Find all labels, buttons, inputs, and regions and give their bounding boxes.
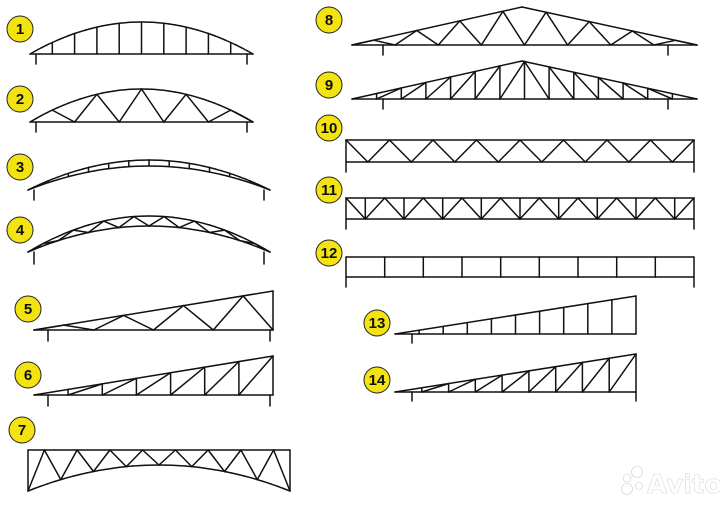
badge-12: 12 [315,239,343,267]
badge-circle [315,71,343,99]
truss-8 [351,6,698,56]
badge-circle [315,239,343,267]
badge-label: 8 [325,12,333,29]
badge-7: 7 [8,416,36,444]
truss-10 [345,139,695,173]
trusses [27,6,698,492]
badge-4: 4 [6,216,34,244]
badge-label: 12 [321,245,338,262]
truss-13 [394,295,637,344]
badge-9: 9 [315,71,343,99]
truss-11 [345,197,695,230]
badge-label: 2 [16,91,24,108]
truss-5 [33,290,274,342]
badge-circle [8,416,36,444]
truss-1 [29,21,254,65]
truss-4 [27,215,271,265]
avito-watermark: Avito [621,466,720,500]
badge-2: 2 [6,85,34,113]
badge-label: 6 [24,367,32,384]
badge-11: 11 [315,176,343,204]
badge-circle [14,361,42,389]
badge-label: 7 [18,422,26,439]
badge-13: 13 [363,309,391,337]
badge-6: 6 [14,361,42,389]
badge-circle [6,153,34,181]
truss-3 [27,159,271,201]
truss-2 [29,88,254,133]
badge-circle [363,366,391,394]
badge-5: 5 [14,295,42,323]
badge-8: 8 [315,6,343,34]
badge-label: 11 [321,182,337,199]
truss-7 [27,449,291,492]
badge-circle [315,114,343,142]
badge-14: 14 [363,366,391,394]
badge-circle [315,6,343,34]
badge-circle [6,85,34,113]
badge-label: 10 [321,120,338,137]
truss-9 [351,60,698,110]
badge-3: 3 [6,153,34,181]
badge-1: 1 [6,15,34,43]
badge-circle [363,309,391,337]
badge-label: 4 [16,222,25,239]
truss-12 [345,256,695,288]
badge-label: 14 [369,372,386,389]
badge-label: 1 [16,21,24,38]
badge-circle [6,15,34,43]
badge-label: 3 [16,159,24,176]
badge-circle [14,295,42,323]
badge-circle [315,176,343,204]
badge-circle [6,216,34,244]
badge-label: 13 [369,315,386,332]
truss-14 [394,353,637,402]
badge-label: 9 [325,77,333,94]
badge-10: 10 [315,114,343,142]
watermark-text: Avito [647,470,720,500]
badge-label: 5 [24,301,32,318]
truss-6 [33,355,274,407]
